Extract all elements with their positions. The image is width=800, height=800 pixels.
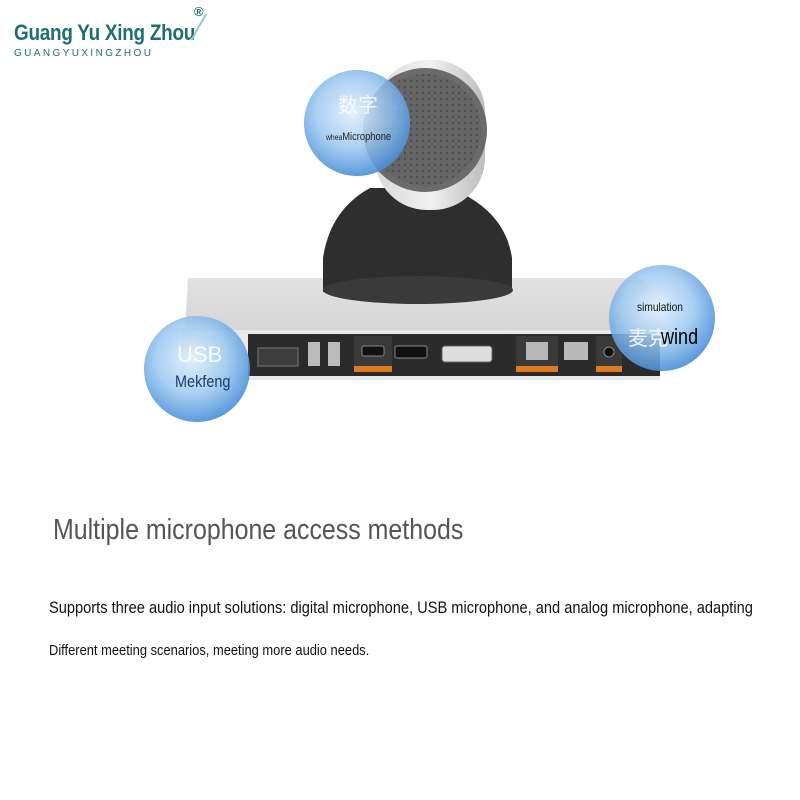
brand-logo: Guang Yu Xing Zhou ® GUANGYUXINGZHOU <box>14 4 225 59</box>
brand-name: Guang Yu Xing Zhou <box>14 20 196 45</box>
svg-text:麦克: 麦克 <box>628 327 668 350</box>
svg-text:USB: USB <box>177 342 222 367</box>
digital-mic-text: Microphone <box>342 131 392 143</box>
brand-swoosh-icon <box>191 13 207 41</box>
device-base <box>182 278 660 380</box>
brand-subtitle: GUANGYUXINGZHOU <box>14 48 154 59</box>
description-line-2: Different meeting scenarios, meeting mor… <box>49 642 370 659</box>
registered-mark: ® <box>194 4 204 19</box>
usb-mic-bubble <box>144 316 250 422</box>
usb-mic-label: Mekfeng <box>175 372 231 391</box>
digital-mic-bubble <box>304 70 410 176</box>
svg-text:数字: 数字 <box>338 94 378 117</box>
analog-mic-bubble <box>609 265 715 371</box>
analog-mic-small-label: simulation <box>637 300 683 314</box>
section-heading: Multiple microphone access methods <box>53 514 464 546</box>
analog-mic-large-label: wind <box>661 324 699 349</box>
digital-mic-prefix: whea <box>326 133 343 142</box>
description-line-1: Supports three audio input solutions: di… <box>49 598 753 617</box>
digital-mic-label: wheaMicrophone <box>326 131 391 143</box>
product-image: 数字 麦克 USB <box>144 60 715 422</box>
